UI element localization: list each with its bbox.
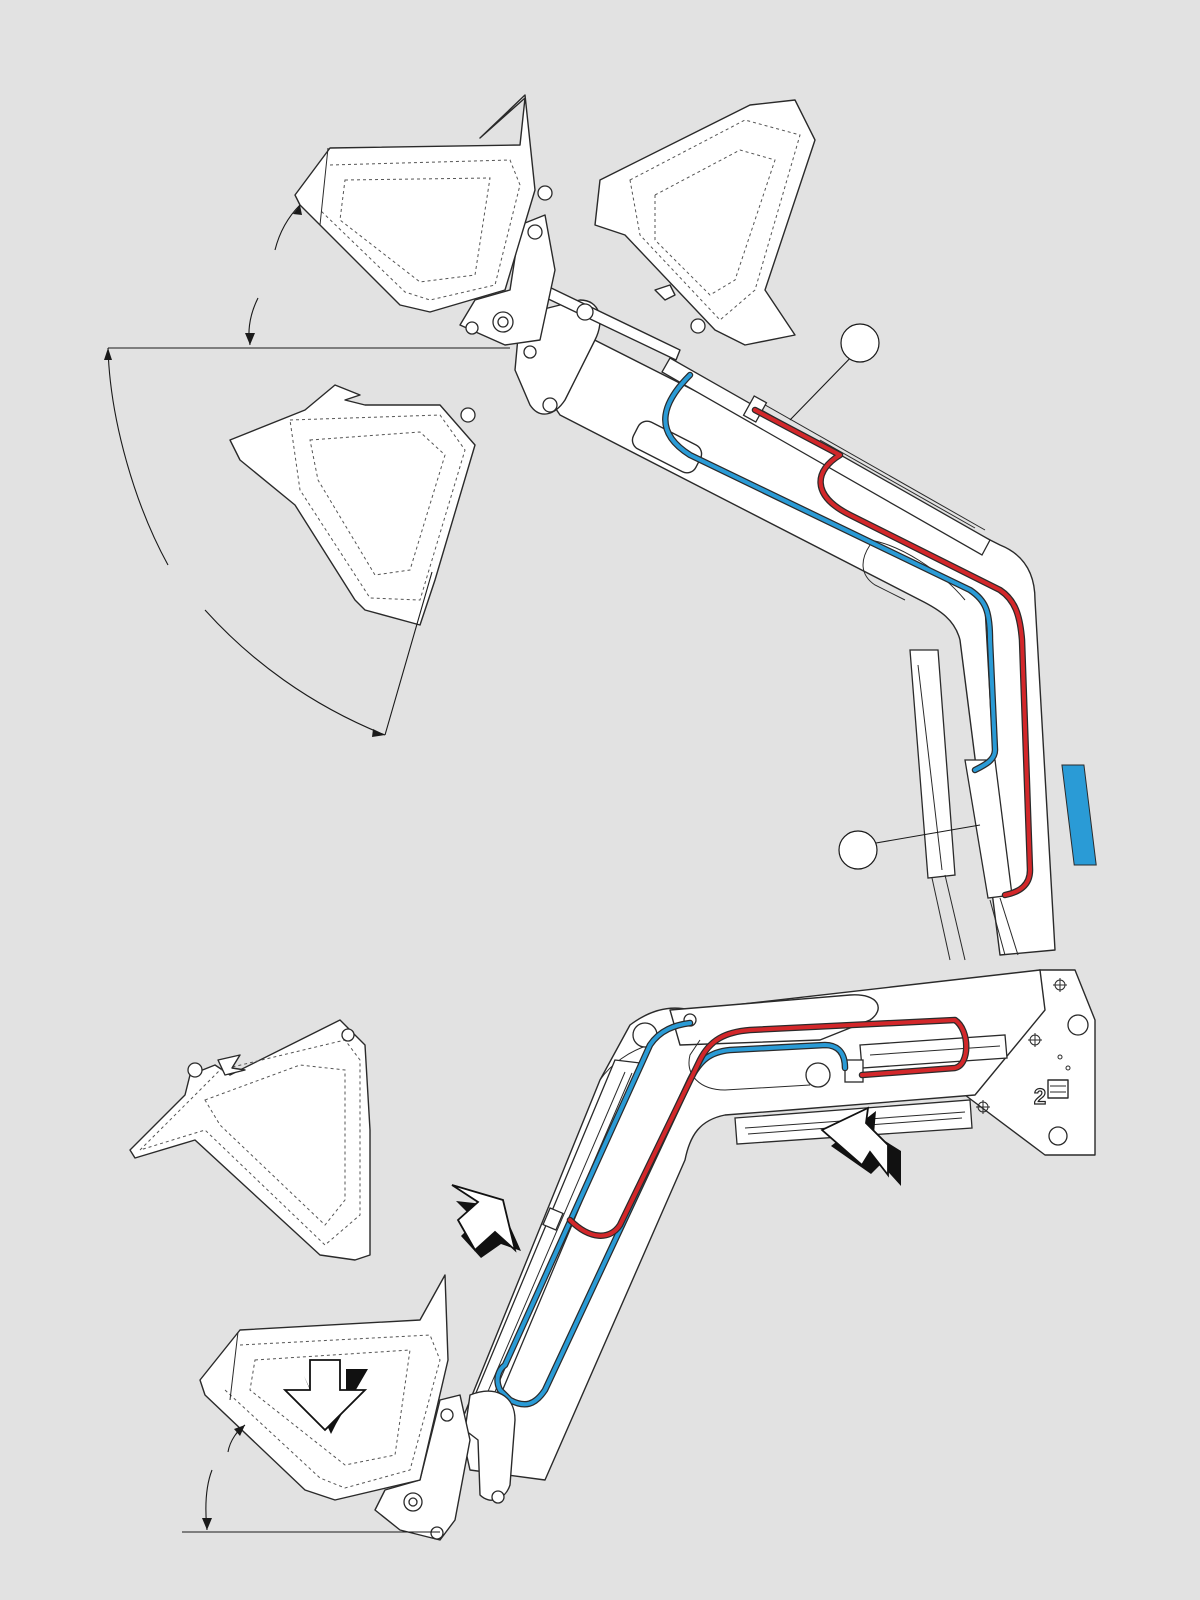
callout-tilt-cylinder (838, 824, 981, 870)
upper-lift-cylinder-right (964, 759, 1097, 956)
lower-return-hose (494, 1019, 849, 1408)
lower-quick-coupler (374, 1394, 471, 1541)
arrow-left-tilt-cylinder (820, 1106, 901, 1186)
lower-pressure-hose (566, 1016, 970, 1239)
bucket-tipped-lower-left (129, 1019, 371, 1261)
upper-lift-cylinder-left (909, 649, 966, 961)
arrow-down-lower-bucket (282, 1359, 368, 1434)
bucket-raised-upper-left (294, 94, 536, 313)
bucket-dumped-middle-left (229, 384, 476, 626)
lower-linkage (464, 1390, 516, 1501)
upper-loader-assembly (104, 94, 1097, 961)
frame-marking-plate: 2 (1033, 1079, 1069, 1110)
lower-tilt-cylinder-upper (844, 1034, 1008, 1083)
callout-lift-cylinder (789, 323, 880, 421)
upper-pressure-hose (751, 406, 1034, 899)
upper-tilt-cylinder (661, 357, 991, 556)
svg-text:2: 2 (1034, 1084, 1046, 1109)
upper-quick-coupler (459, 214, 556, 346)
tilt-angle-dimension-upper (104, 204, 510, 737)
arrow-up-right-boom (451, 1184, 521, 1258)
upper-lift-cylinder-fill (1061, 764, 1097, 866)
upper-return-hose (662, 371, 999, 774)
bucket-tipped-upper-right (594, 99, 816, 346)
tilt-angle-dimension-lower (182, 1424, 440, 1533)
